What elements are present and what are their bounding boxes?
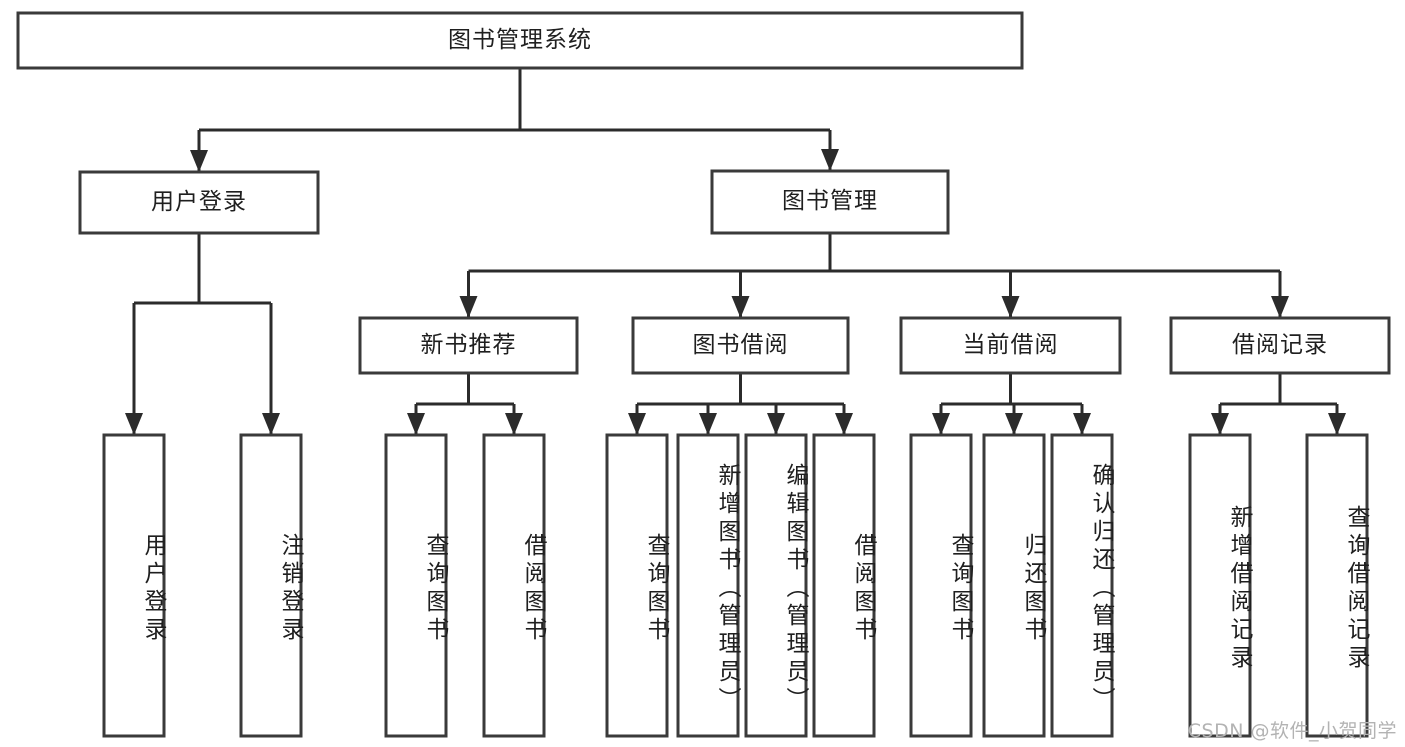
node-box-leaf-bb-query[interactable]	[605, 433, 669, 738]
node-box-leaf-nb-query[interactable]	[384, 433, 448, 738]
arrow-head-icon	[505, 413, 523, 435]
node-box-leaf-cb-return[interactable]	[982, 433, 1046, 738]
node-box-root[interactable]	[16, 11, 1024, 70]
node-box-login[interactable]	[78, 170, 320, 235]
arrow-head-icon	[459, 296, 478, 318]
arrow-head-icon	[628, 413, 646, 435]
arrow-head-icon	[835, 413, 853, 435]
arrow-head-icon	[731, 296, 750, 318]
node-box-leaf-bb-edit[interactable]	[744, 433, 808, 738]
arrow-head-icon	[821, 149, 839, 171]
node-box-bookmgmt[interactable]	[710, 169, 950, 235]
connector-layer	[125, 68, 1346, 435]
node-box-leaf-rc-add[interactable]	[1188, 433, 1252, 738]
node-layer	[16, 11, 1391, 738]
arrow-head-icon	[767, 413, 785, 435]
node-box-leaf-user-login[interactable]	[102, 433, 166, 738]
node-box-newbook[interactable]	[358, 316, 579, 375]
arrow-head-icon	[125, 413, 143, 435]
arrow-head-icon	[1001, 296, 1020, 318]
node-box-current[interactable]	[899, 316, 1122, 375]
node-box-leaf-bb-add[interactable]	[676, 433, 740, 738]
arrow-head-icon	[262, 413, 280, 435]
arrow-head-icon	[1328, 413, 1346, 435]
arrow-head-icon	[1073, 413, 1091, 435]
node-box-leaf-nb-borrow[interactable]	[482, 433, 546, 738]
node-box-leaf-cb-query[interactable]	[909, 433, 973, 738]
node-box-leaf-cb-confirm[interactable]	[1050, 433, 1114, 738]
node-box-leaf-user-logout[interactable]	[239, 433, 303, 738]
arrow-head-icon	[190, 150, 208, 172]
arrow-head-icon	[407, 413, 425, 435]
arrow-head-icon	[1005, 413, 1023, 435]
arrow-head-icon	[1271, 296, 1289, 318]
arrow-head-icon	[699, 413, 717, 435]
node-box-leaf-rc-query[interactable]	[1305, 433, 1369, 738]
node-box-borrow[interactable]	[631, 316, 850, 375]
node-box-record[interactable]	[1169, 316, 1391, 375]
arrow-head-icon	[1211, 413, 1229, 435]
node-box-leaf-bb-borrow[interactable]	[812, 433, 876, 738]
arrow-head-icon	[932, 413, 950, 435]
